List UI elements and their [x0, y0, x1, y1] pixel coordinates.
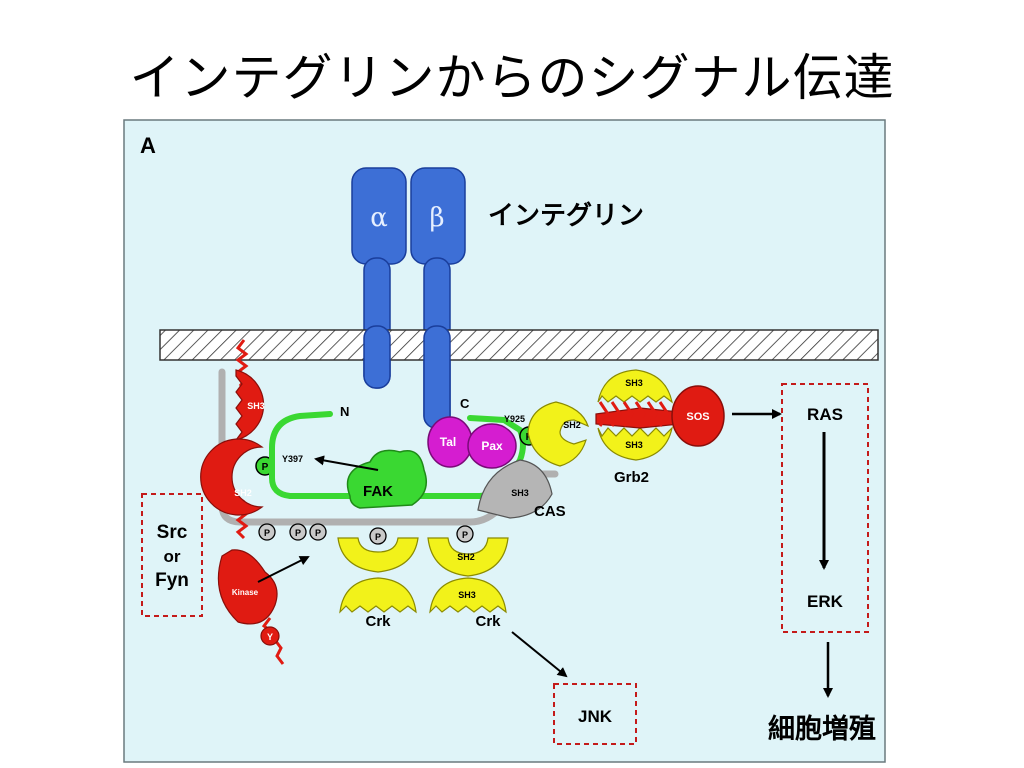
svg-text:SH3: SH3 — [458, 590, 476, 600]
svg-text:Y: Y — [267, 632, 273, 642]
svg-text:P: P — [295, 528, 301, 538]
fyn-label: Fyn — [155, 570, 189, 591]
src-sh3-domain: SH3 — [234, 369, 265, 441]
sos-label: SOS — [686, 411, 709, 423]
beta-symbol: β — [429, 203, 444, 233]
src-label: Src — [157, 522, 188, 543]
y925-label: Y925 — [504, 414, 525, 424]
y397-autophosphorylation-arrow — [314, 455, 379, 471]
jnk-label: JNK — [578, 707, 613, 726]
grb2: SH2 SH3 SH3 Grb2 — [527, 369, 674, 486]
cas-sh3-domain: SH3 — [477, 459, 553, 519]
cas-phospho-sites: P P P P P — [258, 523, 474, 545]
fak-kinase-domain: FAK — [346, 449, 427, 509]
svg-text:P: P — [462, 530, 468, 540]
ras-erk-box — [781, 383, 869, 633]
src-fyn-box — [141, 493, 203, 617]
svg-text:SH3: SH3 — [625, 440, 643, 450]
src-tyrosine: Y — [260, 626, 280, 646]
svg-text:SH3: SH3 — [511, 488, 529, 498]
crk-right-label: Crk — [475, 613, 501, 630]
cas-label: CAS — [534, 503, 566, 520]
grb2-label: Grb2 — [614, 469, 649, 486]
panel-label: A — [140, 133, 156, 158]
src-linker — [235, 339, 285, 665]
svg-text:Kinase: Kinase — [232, 588, 259, 597]
svg-text:P: P — [375, 532, 381, 542]
crk-to-jnk-arrow — [511, 631, 568, 678]
y397-label: Y397 — [282, 454, 303, 464]
slide-title: インテグリンからのシグナル伝達 — [129, 49, 895, 107]
fak-label: FAK — [363, 483, 393, 500]
crk-left-label: Crk — [365, 613, 391, 630]
fak-backbone — [269, 411, 526, 499]
n-terminus-label: N — [340, 404, 349, 419]
svg-text:Tal: Tal — [440, 435, 456, 449]
svg-text:P: P — [315, 528, 321, 538]
svg-text:SH3: SH3 — [625, 378, 643, 388]
proliferation-label: 細胞増殖 — [768, 713, 876, 745]
sos: SOS — [595, 385, 725, 447]
svg-text:Pax: Pax — [481, 439, 503, 453]
cell-membrane — [159, 329, 879, 361]
or-label: or — [164, 547, 181, 566]
erk-label: ERK — [807, 592, 844, 611]
alpha-symbol: α — [370, 203, 388, 233]
svg-text:P: P — [264, 528, 270, 538]
crk-right: SH2 SH3 Crk — [427, 537, 509, 630]
svg-text:SH2: SH2 — [457, 552, 475, 562]
src-kinase-domain: Kinase — [217, 549, 278, 625]
ras-label: RAS — [807, 405, 843, 424]
integrin-label: インテグリン — [488, 201, 644, 231]
src-to-cas-arrow — [257, 556, 310, 583]
svg-text:P: P — [262, 462, 269, 473]
svg-text:SH2: SH2 — [234, 488, 252, 498]
crk-left: Crk — [337, 537, 419, 630]
c-terminus-label: C — [460, 396, 470, 411]
talin: Tal — [427, 416, 473, 468]
svg-text:SH2: SH2 — [563, 420, 581, 430]
svg-text:SH3: SH3 — [247, 401, 265, 411]
jnk-box — [553, 683, 637, 745]
paxillin: Pax — [467, 423, 517, 469]
